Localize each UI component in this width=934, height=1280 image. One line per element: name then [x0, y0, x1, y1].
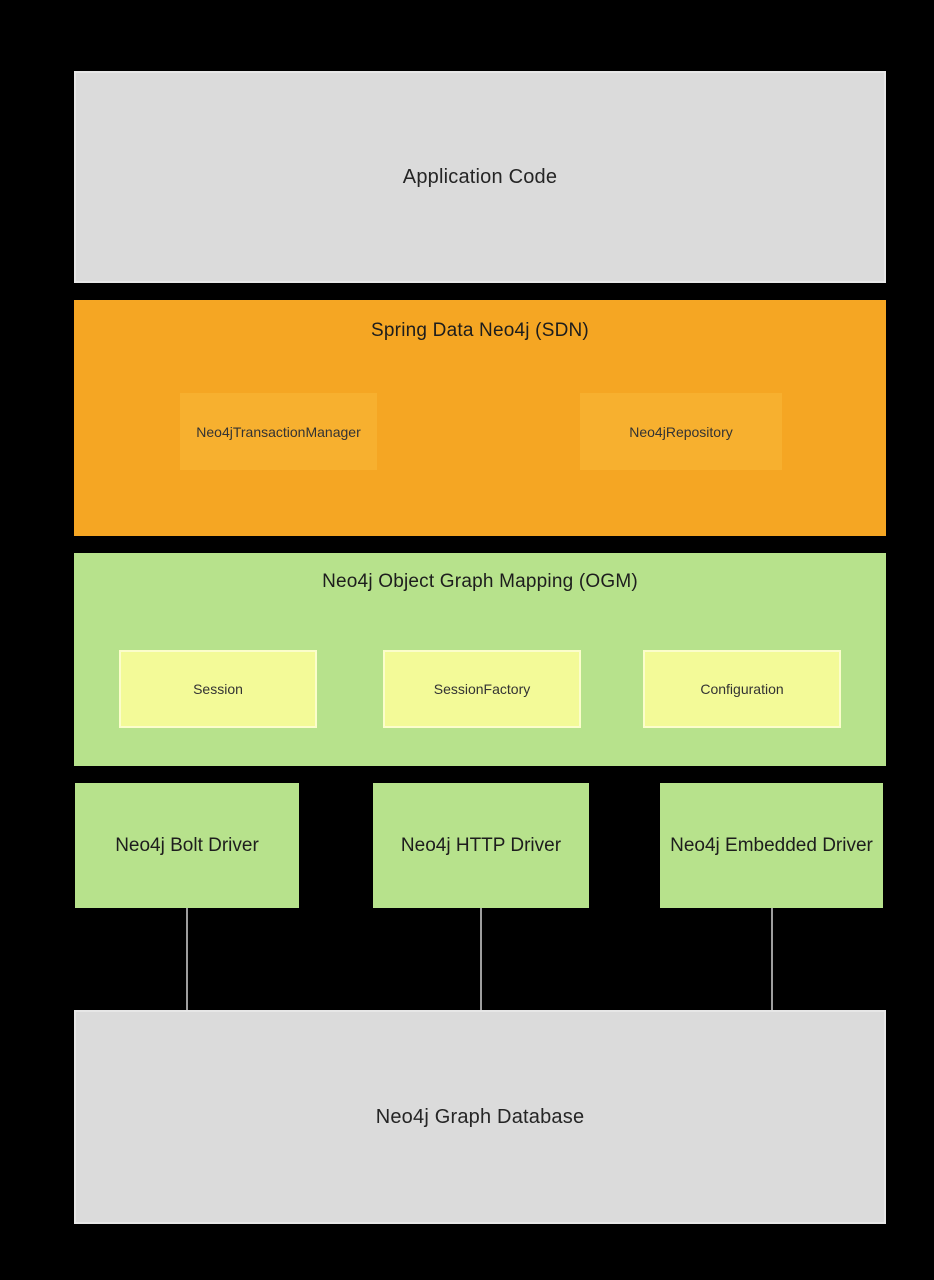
- application-code-label: Application Code: [402, 165, 558, 188]
- embedded-driver-connector-line: [771, 908, 773, 1010]
- neo4j-repository-box: Neo4jRepository: [580, 393, 782, 470]
- application-code-box: Application Code: [74, 71, 886, 283]
- sdn-layer-box: Spring Data Neo4j (SDN) Neo4jTransaction…: [74, 300, 886, 536]
- embedded-driver-box: Neo4j Embedded Driver: [660, 783, 883, 908]
- bolt-driver-connector-line: [186, 908, 188, 1010]
- neo4j-transaction-manager-box: Neo4jTransactionManager: [180, 393, 377, 470]
- bolt-driver-label: Neo4j Bolt Driver: [115, 834, 259, 856]
- graph-database-label: Neo4j Graph Database: [375, 1105, 585, 1128]
- session-factory-label: SessionFactory: [433, 681, 531, 697]
- session-factory-box: SessionFactory: [383, 650, 581, 728]
- session-box: Session: [119, 650, 317, 728]
- ogm-layer-title: Neo4j Object Graph Mapping (OGM): [322, 571, 638, 592]
- graph-database-box: Neo4j Graph Database: [74, 1010, 886, 1224]
- ogm-layer-box: Neo4j Object Graph Mapping (OGM) Session…: [74, 553, 886, 766]
- http-driver-box: Neo4j HTTP Driver: [373, 783, 589, 908]
- bolt-driver-box: Neo4j Bolt Driver: [75, 783, 299, 908]
- neo4j-repository-label: Neo4jRepository: [629, 423, 733, 440]
- configuration-box: Configuration: [643, 650, 841, 728]
- configuration-label: Configuration: [700, 681, 784, 697]
- http-driver-connector-line: [480, 908, 482, 1010]
- http-driver-label: Neo4j HTTP Driver: [400, 834, 562, 856]
- embedded-driver-label: Neo4j Embedded Driver: [670, 834, 873, 856]
- sdn-layer-title: Spring Data Neo4j (SDN): [371, 320, 589, 341]
- neo4j-transaction-manager-label: Neo4jTransactionManager: [196, 423, 361, 440]
- session-label: Session: [193, 681, 243, 697]
